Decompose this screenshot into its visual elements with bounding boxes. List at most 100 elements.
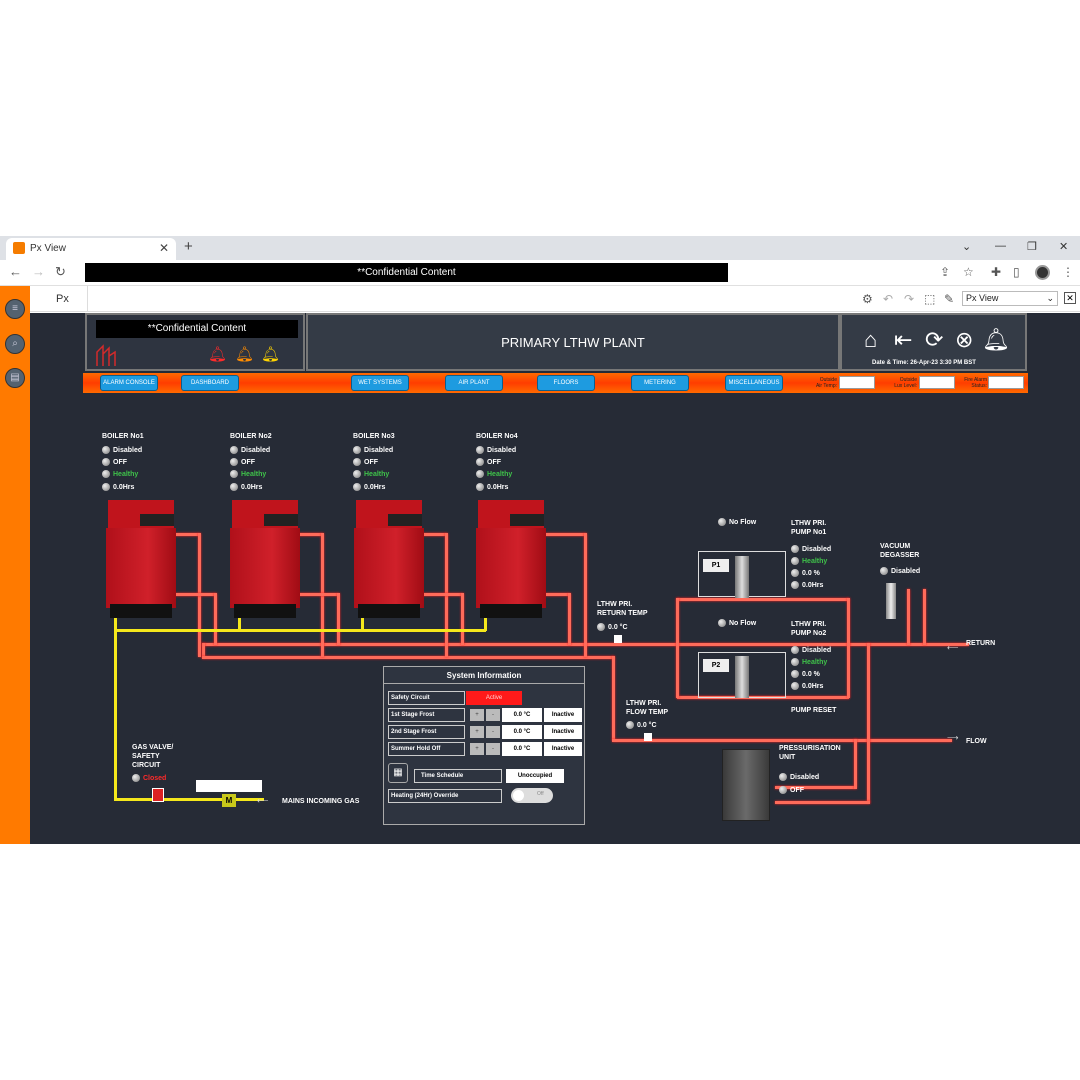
boiler-2-health-text: Healthy bbox=[241, 470, 267, 478]
window-close-icon[interactable]: ✕ bbox=[1059, 241, 1069, 253]
back-icon[interactable]: ← bbox=[9, 264, 22, 279]
nav-alarm-console[interactable]: ALARM CONSOLE bbox=[100, 375, 158, 391]
frost-2-increment[interactable]: - bbox=[486, 726, 500, 738]
menu-kebab-icon[interactable]: ⋮ bbox=[1062, 265, 1074, 279]
gas-valve[interactable] bbox=[152, 788, 164, 802]
frost-2-row: 2nd Stage Frost + - 0.0 °C Inactive bbox=[388, 725, 582, 740]
heating-override-label: Heating (24Hr) Override bbox=[388, 789, 502, 803]
header-right-panel: ⌂ ⇤ ⟳ ⊗ 🔔︎ Date & Time: 26-Apr-23 3:30 P… bbox=[840, 313, 1027, 371]
pipe-segment bbox=[568, 593, 571, 645]
pipe-segment bbox=[612, 656, 615, 740]
gas-meter[interactable]: M bbox=[222, 794, 236, 807]
pump-2-tag[interactable]: P2 bbox=[703, 659, 729, 672]
boiler-3-hours: 0.0Hrs bbox=[353, 483, 385, 491]
nav-wet-systems[interactable]: WET SYSTEMS bbox=[351, 375, 409, 391]
browser-window: Px View ✕ + ⌄ — ❐ ✕ ← → ↻ **Confidential… bbox=[0, 236, 1080, 844]
sidepanel-icon[interactable]: ▯ bbox=[1013, 265, 1020, 279]
address-bar[interactable]: **Confidential Content bbox=[85, 263, 728, 282]
outside-lux-value bbox=[919, 376, 955, 389]
header-title-panel: PRIMARY LTHW PLANT bbox=[306, 313, 840, 371]
boiler-1-hours: 0.0Hrs bbox=[102, 483, 134, 491]
frost-1-decrement[interactable]: + bbox=[470, 709, 484, 721]
frost-2-decrement[interactable]: + bbox=[470, 726, 484, 738]
critical-alarm-bell-icon[interactable]: 🔔︎ bbox=[208, 346, 228, 363]
restore-icon[interactable]: ❐ bbox=[1027, 241, 1037, 253]
refresh-icon[interactable]: ⟳ bbox=[925, 327, 944, 352]
pump-1-tag[interactable]: P1 bbox=[703, 559, 729, 572]
nav-air-plant[interactable]: AIR PLANT bbox=[445, 375, 503, 391]
heating-override-toggle[interactable]: Off bbox=[511, 788, 553, 803]
status-lamp-icon bbox=[476, 483, 484, 491]
frost-1-increment[interactable]: - bbox=[486, 709, 500, 721]
browser-tab[interactable]: Px View ✕ bbox=[6, 238, 176, 260]
boiler-1[interactable] bbox=[106, 500, 176, 618]
close-circle-icon[interactable]: ⊗ bbox=[955, 327, 974, 352]
select-area-icon[interactable]: ⬚ bbox=[924, 292, 936, 306]
share-icon[interactable]: ⇪ bbox=[940, 265, 951, 279]
undo-icon[interactable]: ↶ bbox=[883, 292, 894, 306]
vacuum-degasser[interactable] bbox=[886, 583, 896, 619]
summer-hold-increment[interactable]: - bbox=[486, 743, 500, 755]
gas-valve-status: Closed bbox=[132, 774, 166, 782]
pump-1-health-text: Healthy bbox=[802, 557, 828, 565]
alarm-bell-icon[interactable]: 🔔︎ bbox=[982, 327, 1010, 352]
nav-metering[interactable]: METERING bbox=[631, 375, 689, 391]
major-alarm-bell-icon[interactable]: 🔔︎ bbox=[235, 346, 255, 363]
nav-dashboard[interactable]: DASHBOARD bbox=[181, 375, 239, 391]
pressurisation-state-text: OFF bbox=[790, 786, 804, 794]
view-select[interactable]: Px View⌄ bbox=[962, 291, 1058, 306]
time-schedule-value: Unoccupied bbox=[506, 769, 564, 783]
pump-1[interactable] bbox=[735, 556, 749, 598]
boiler-3-health: Healthy bbox=[353, 470, 389, 478]
pressurisation-mode-text: Disabled bbox=[790, 773, 820, 781]
pump-2[interactable] bbox=[735, 656, 749, 698]
status-lamp-icon bbox=[230, 483, 238, 491]
tab-search-icon[interactable]: ⌄ bbox=[962, 241, 972, 253]
search-icon[interactable]: ⌕ bbox=[5, 334, 25, 354]
nav-floors[interactable]: FLOORS bbox=[537, 375, 595, 391]
layers-icon[interactable]: ▤ bbox=[5, 368, 25, 388]
pump-reset-button[interactable]: PUMP RESET bbox=[791, 707, 837, 714]
trend-icon[interactable] bbox=[614, 635, 622, 643]
redo-icon[interactable]: ↷ bbox=[904, 292, 915, 306]
calendar-icon[interactable]: ▦ bbox=[388, 763, 408, 783]
flow-temp-value: 0.0 °C bbox=[637, 721, 657, 729]
boiler-3-state: OFF bbox=[353, 458, 378, 466]
status-lamp-icon bbox=[779, 786, 787, 794]
extensions-icon[interactable]: ✚ bbox=[991, 265, 1002, 279]
logout-icon[interactable]: ⇤ bbox=[894, 327, 913, 352]
return-temp-label: LTHW PRI. RETURN TEMP bbox=[597, 601, 648, 617]
bookmark-star-icon[interactable]: ☆ bbox=[963, 265, 974, 279]
status-lamp-icon bbox=[353, 458, 361, 466]
boiler-4[interactable] bbox=[476, 500, 546, 618]
profile-avatar[interactable] bbox=[1035, 265, 1050, 280]
boiler-2[interactable] bbox=[230, 500, 300, 618]
pump-2-title: LTHW PRI. PUMP No2 bbox=[791, 621, 827, 637]
browser-toolbar: ← → ↻ **Confidential Content ⇪ ☆ ✚ ▯ ⋮ bbox=[0, 260, 1080, 286]
status-lamp-icon bbox=[779, 773, 787, 781]
pipe-segment bbox=[584, 533, 587, 657]
gas-pipe bbox=[114, 798, 264, 801]
trend-icon[interactable] bbox=[644, 733, 652, 741]
pipe-segment bbox=[775, 801, 870, 804]
px-view-tab[interactable]: Px View bbox=[30, 286, 88, 331]
status-lamp-icon bbox=[791, 557, 799, 565]
boiler-3[interactable] bbox=[354, 500, 424, 618]
nav-miscellaneous[interactable]: MISCELLANEOUS bbox=[725, 375, 783, 391]
reload-icon[interactable]: ↻ bbox=[55, 264, 66, 279]
summer-hold-decrement[interactable]: + bbox=[470, 743, 484, 755]
menu-icon[interactable]: ≡ bbox=[5, 299, 25, 319]
px-close-button[interactable]: ✕ bbox=[1064, 292, 1076, 304]
tab-title: Px View bbox=[30, 243, 66, 254]
settings-gear-icon[interactable]: ⚙ bbox=[862, 292, 873, 306]
outside-air-temp-value bbox=[839, 376, 875, 389]
forward-icon[interactable]: → bbox=[32, 264, 45, 279]
home-icon[interactable]: ⌂ bbox=[864, 327, 878, 352]
edit-doc-icon[interactable]: ✎ bbox=[944, 292, 955, 306]
tab-close-icon[interactable]: ✕ bbox=[159, 241, 170, 255]
pressurisation-unit[interactable] bbox=[722, 749, 770, 821]
pump-2-health-text: Healthy bbox=[802, 658, 828, 666]
minor-alarm-bell-icon[interactable]: 🔔︎ bbox=[261, 346, 281, 363]
new-tab-button[interactable]: + bbox=[184, 238, 193, 255]
minimize-icon[interactable]: — bbox=[995, 240, 1006, 252]
